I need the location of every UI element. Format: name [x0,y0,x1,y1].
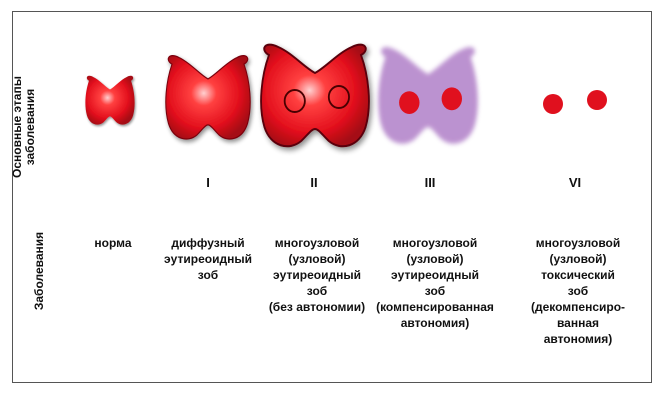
disease-decompensated-autonomy: многоузловой (узловой) токсический зоб (… [518,235,638,347]
stage-numeral-3: III [410,175,450,190]
thyroid-compensated-autonomy [378,47,478,144]
thyroid-diffuse-goiter [166,56,250,139]
diseases-side-label: Заболевания [33,226,47,316]
disease-multinodular-euthyroid: многоузловой (узловой) эутиреоидный зоб … [262,235,372,315]
thyroid-normal [85,76,134,125]
thyroid-stages-illustration [0,0,666,170]
disease-compensated-autonomy: многоузловой (узловой) эутиреоидный зоб … [372,235,498,331]
disease-normal: норма [78,235,148,251]
disease-diffuse-goiter: диффузный эутиреоидный зоб [158,235,258,283]
stage-numeral-1: I [188,175,228,190]
stage-numeral-2: II [294,175,334,190]
stage-numeral-4: VI [555,175,595,190]
thyroid-decompensated-autonomy [543,90,607,114]
thyroid-multinodular-euthyroid [261,45,369,147]
